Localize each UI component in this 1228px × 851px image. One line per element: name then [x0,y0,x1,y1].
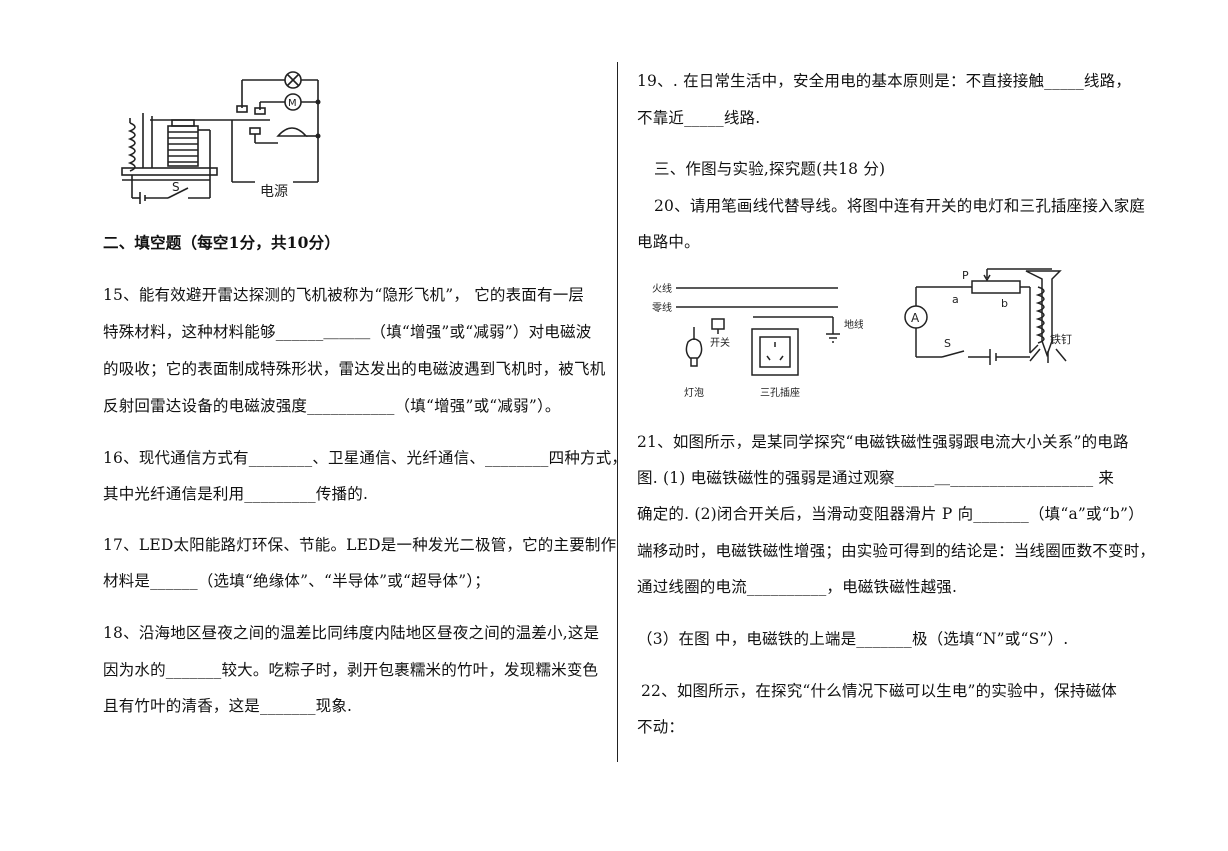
q21-line-6: （3）在图 中，电磁铁的上端是_______极（选填“N”或“S”）. [637,630,1069,648]
switch-s-label: S [944,337,951,350]
column-divider [617,62,618,762]
q18-line-1: 18、沿海地区昼夜之间的温差比同纬度内陆地区昼夜之间的温差小,这是 [103,624,600,642]
q19-line-2: 不靠近_____线路. [637,109,761,127]
q18-line-3: 且有竹叶的清香，这是_______现象. [103,697,353,715]
q17-line-1: 17、LED太阳能路灯环保、节能。LED是一种发光二极管，它的主要制作 [103,536,617,554]
q21-line-5: 通过线圈的电流__________，电磁铁磁性越强. [637,578,958,596]
power-source-label: 电源 [260,184,288,200]
q22-line-1: 22、如图所示，在探究“什么情况下磁可以生电”的实验中，保持磁体 [641,682,1117,700]
q22-line-2: 不动： [637,718,685,736]
section-title-fill-in: 二、填空题（每空1分，共10分） [103,233,341,252]
q15-line-3: 的吸收；它的表面制成特殊形状，雷达发出的电磁波遇到飞机时，被飞机 [103,360,606,378]
q15-line-4: 反射回雷达设备的电磁波强度___________（填“增强”或“减弱”）。 [103,397,561,415]
q20-line-1: 20、请用笔画线代替导线。将图中连有开关的电灯和三孔插座接入家庭 [654,197,1146,215]
q20-line-2: 电路中。 [637,233,700,251]
q15-line-1: 15、能有效避开雷达探测的飞机被称为“隐形飞机”， 它的表面有一层 [103,286,585,304]
q21-line-2: 图. (1) 电磁铁磁性的强弱是通过观察_____＿______________… [637,469,1115,487]
switch-label: S [172,180,180,194]
bulb-label: 灯泡 [684,386,704,399]
ammeter-label: A [911,311,920,325]
end-a-label: a [952,293,959,306]
live-wire-label: 火线 [652,282,672,295]
q16-line-1: 16、现代通信方式有________、卫星通信、光纤通信、________四种方… [103,449,628,467]
end-b-label: b [1001,297,1008,310]
q21-line-4: 端移动时，电磁铁磁性增强；由实验可得到的结论是：当线圈匝数不变时， [637,542,1156,560]
socket-label: 三孔插座 [760,386,800,399]
q17-line-2: 材料是______（选填“绝缘体”、“半导体”或“超导体”）； [103,572,490,590]
q19-line-1: 19、. 在日常生活中，安全用电的基本原则是：不直接接触_____线路， [637,72,1132,90]
q21-line-1: 21、如图所示，是某同学探究“电磁铁磁性强弱跟电流大小关系”的电路 [637,433,1129,451]
nail-label: 铁钉 [1050,333,1072,346]
q18-line-2: 因为水的_______较大。吃粽子时，剥开包裹糯米的竹叶，发现糯米变色 [103,661,599,679]
household-circuit-figure: 火线 零线 地线 开关 灯泡 三孔插座 [652,282,863,399]
q15-line-2: 特殊材料，这种材料能够______＿＿＿（填“增强”或“减弱”）对电磁波 [103,323,592,341]
motor-label: M [288,98,297,109]
relay-circuit-figure: M S 电源 [121,71,321,204]
slider-p-label: P [962,269,969,282]
ground-wire-label: 地线 [844,318,863,331]
q21-line-3: 确定的. (2)闭合开关后，当滑动变阻器滑片 P 向_______（填“a”或“… [637,505,1144,523]
q16-line-2: 其中光纤通信是利用_________传播的. [103,485,369,503]
section-title-experiment: 三、作图与实验,探究题(共18 分) [654,160,886,178]
electromagnet-circuit-figure: A P a b S 铁钉 [904,268,1072,365]
switch-label: 开关 [710,336,730,349]
neutral-wire-label: 零线 [652,301,672,314]
